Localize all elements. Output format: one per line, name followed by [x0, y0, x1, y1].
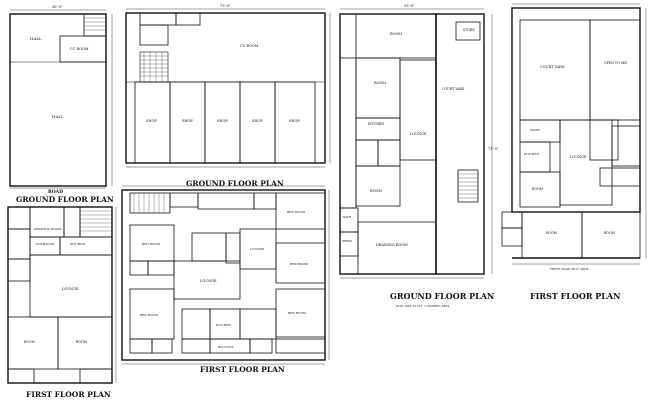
- dim-mid-ground-top: 73'-0": [220, 4, 231, 8]
- room-mg-shop-5: SHOP: [289, 119, 300, 123]
- room-lg-cc-room: CC ROOM: [70, 47, 89, 51]
- room-lg-hall-main: HALL: [52, 114, 64, 119]
- room-rg-room-top: ROOM: [390, 32, 402, 36]
- room-rf-room-2: ROOM: [546, 231, 558, 235]
- room-rg-lounge: LOUNGE: [410, 132, 427, 136]
- room-rg-dress: DRESS: [342, 239, 352, 243]
- room-lf-room-1: ROOM: [24, 340, 36, 344]
- room-mf-bedroom-3: BED ROOM: [290, 262, 308, 266]
- plan-center-ground: [339, 8, 493, 279]
- room-rg-room-3: ROOM: [370, 189, 382, 193]
- room-mf-bedroom-1: BED ROOM: [142, 242, 160, 246]
- plan-right-first: [501, 3, 647, 265]
- caption-middle-first: FIRST FLOOR PLAN: [200, 365, 285, 374]
- room-mg-shop-1: SHOP: [146, 119, 157, 123]
- room-rf-room-3: ROOM: [604, 231, 616, 235]
- room-rg-room-2: ROOM: [374, 81, 386, 85]
- room-mf-kitchen: KITCHEN: [216, 323, 232, 327]
- room-mf-lounge-2: LOUNGE: [250, 247, 264, 251]
- room-rg-kitchen: KITCHEN: [368, 122, 384, 126]
- dimension-labels: 36'-0" 73'-0" 35'-0" 71'-0": [52, 4, 499, 151]
- room-mf-bedroom-4: BED ROOM: [140, 313, 158, 317]
- room-lf-kitchen: KITCHEN: [70, 242, 86, 246]
- dim-left-ground-top: 36'-0": [52, 5, 63, 9]
- room-lf-room-2: ROOM: [76, 340, 88, 344]
- captions: GROUND FLOOR PLAN GROUND FLOOR PLAN GROU…: [16, 179, 620, 399]
- notes: PLOT SIZE 35'x71' / COVERED AREA FRONT R…: [396, 267, 589, 308]
- room-lf-lounge: LOUNGE: [62, 287, 79, 291]
- plan-middle-first: [121, 185, 330, 365]
- room-mg-shop-3: SHOP: [217, 119, 228, 123]
- room-labels: HALL CC ROOM HALL CC ROOM SHOP SHOP SHOP…: [24, 28, 628, 349]
- room-rf-open-sky: OPEN TO SKY: [604, 61, 628, 65]
- note-area: PLOT SIZE 35'x71' / COVERED AREA: [396, 304, 451, 308]
- plan-left-ground: [9, 9, 113, 189]
- caption-center-ground: GROUND FLOOR PLAN: [390, 291, 494, 301]
- room-rf-room: ROOM: [532, 187, 544, 191]
- room-rg-bath: BATH: [343, 215, 352, 219]
- room-rg-drawing: DRAWING ROOM: [376, 243, 408, 247]
- caption-left-ground: GROUND FLOOR PLAN: [16, 195, 114, 204]
- room-mf-balcony: BALCONY: [218, 345, 234, 349]
- room-mg-shop-4: SHOP: [252, 119, 263, 123]
- dim-right-ground-top: 35'-0": [404, 4, 415, 8]
- room-rg-court-yard: COURT YARD: [442, 87, 465, 91]
- room-lf-drawing: DRAWING ROOM: [34, 227, 61, 231]
- dim-right-side: 71'-0": [488, 147, 499, 151]
- caption-middle-ground: GROUND FLOOR PLAN: [186, 179, 284, 188]
- room-mg-office: CC ROOM: [240, 44, 259, 48]
- room-rf-court-yard: COURT YARD: [540, 65, 565, 69]
- room-mf-bedroom-2: BED ROOM: [287, 210, 305, 214]
- room-mg-shop-2: SHOP: [182, 119, 193, 123]
- road-label: ROAD: [48, 189, 63, 195]
- room-rg-store: STORE: [463, 28, 475, 32]
- room-lf-entrance: ENTRANCE: [36, 242, 54, 246]
- room-mf-lounge: LOUNGE: [200, 279, 217, 283]
- plan-middle-ground: [125, 8, 331, 168]
- caption-right-first: FIRST FLOOR PLAN: [530, 291, 620, 301]
- room-rf-lounge: LOUNGE: [570, 155, 587, 159]
- plan-left-first: [7, 206, 117, 384]
- note-front-road: FRONT ROAD 40'-0" WIDE: [550, 267, 589, 271]
- room-rf-kitchen: KITCHEN: [524, 152, 540, 156]
- caption-left-first: FIRST FLOOR PLAN: [26, 390, 111, 399]
- room-mf-bedroom-5: BED ROOM: [288, 311, 306, 315]
- room-rf-wash: WASH: [530, 128, 540, 132]
- room-lg-hall-top: HALL: [30, 36, 42, 41]
